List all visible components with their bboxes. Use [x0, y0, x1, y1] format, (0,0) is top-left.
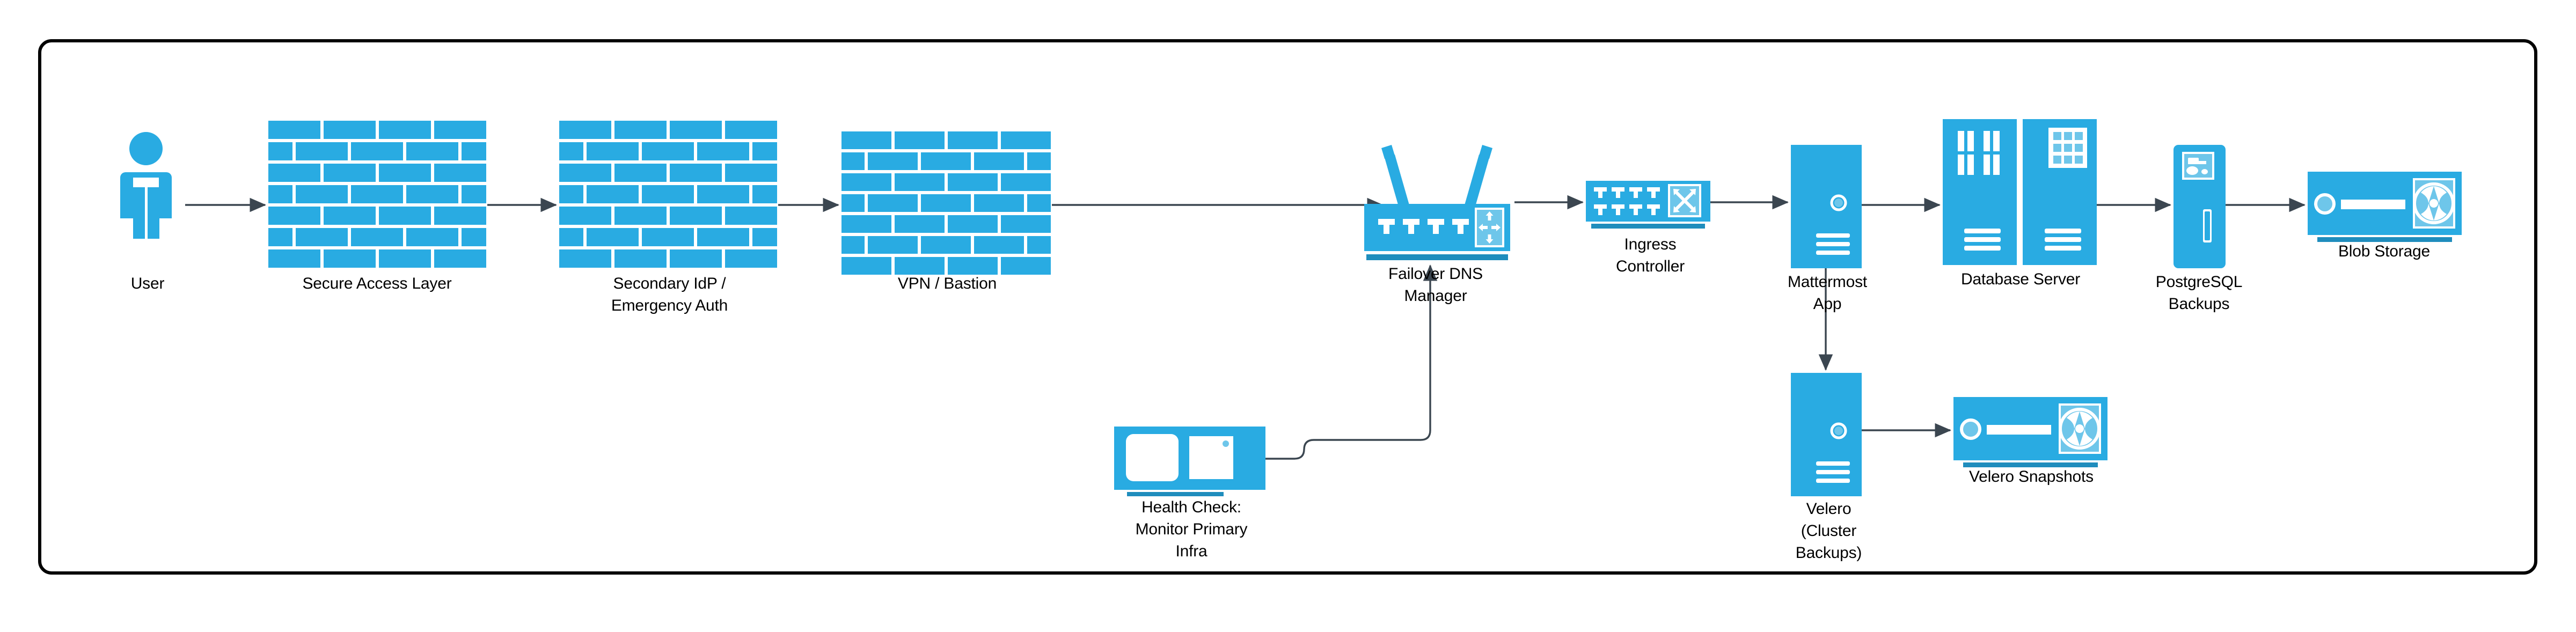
node-label-mattermost-app: Mattermost App: [1787, 273, 1868, 313]
node-label-velero-snapshots: Velero Snapshots: [1969, 468, 2094, 486]
node-label-failover-dns-manager: Failover DNS Manager: [1388, 265, 1483, 305]
node-label-database-server: Database Server: [1960, 270, 2081, 288]
node-health-check[interactable]: [1114, 427, 1265, 497]
node-secure-access-layer[interactable]: [268, 121, 486, 271]
node-database-server[interactable]: [1943, 119, 2097, 265]
network-switch-icon: [1586, 181, 1710, 229]
node-ingress-controller[interactable]: [1586, 181, 1710, 232]
node-blob-storage[interactable]: [2308, 172, 2462, 242]
storage-array-icon: [1953, 397, 2107, 467]
node-secondary-idp[interactable]: [559, 121, 777, 271]
node-label-user: User: [130, 275, 165, 292]
firewall-brickwall-icon: [841, 131, 1051, 275]
edge-health-check-to-failover-dns: [1265, 264, 1438, 460]
server-tower-icon: [1791, 145, 1862, 268]
server-tower-icon: [1791, 373, 1862, 496]
node-velero-snapshots[interactable]: [1953, 397, 2107, 468]
node-label-postgresql-backups: PostgreSQL Backups: [2155, 273, 2243, 313]
node-label-secondary-idp: Secondary IdP / Emergency Auth: [611, 275, 728, 314]
storage-array-icon: [2308, 172, 2462, 242]
node-velero[interactable]: [1791, 373, 1862, 496]
node-user[interactable]: [114, 131, 178, 239]
diagram-container-border: [38, 39, 2537, 575]
database-rack-icon: [1943, 119, 2097, 265]
node-label-blob-storage: Blob Storage: [2338, 242, 2431, 260]
node-label-secure-access-layer: Secure Access Layer: [302, 275, 452, 292]
node-mattermost-app[interactable]: [1791, 145, 1862, 268]
wireless-router-icon: [1364, 145, 1510, 260]
node-label-vpn-bastion: VPN / Bastion: [897, 275, 997, 292]
tape-backup-tower-icon: [2174, 145, 2226, 268]
node-label-health-check: Health Check: Monitor Primary Infra: [1135, 498, 1248, 560]
node-postgresql-backups[interactable]: [2174, 145, 2226, 268]
node-label-velero: Velero (Cluster Backups): [1795, 500, 1862, 562]
node-failover-dns-manager[interactable]: [1358, 145, 1516, 266]
monitoring-console-icon: [1114, 427, 1265, 496]
node-label-ingress-controller: Ingress Controller: [1615, 236, 1685, 275]
firewall-brickwall-icon: [559, 121, 777, 268]
user-actor-icon: [120, 132, 172, 239]
node-vpn-bastion[interactable]: [841, 131, 1051, 276]
firewall-brickwall-icon: [268, 121, 486, 268]
